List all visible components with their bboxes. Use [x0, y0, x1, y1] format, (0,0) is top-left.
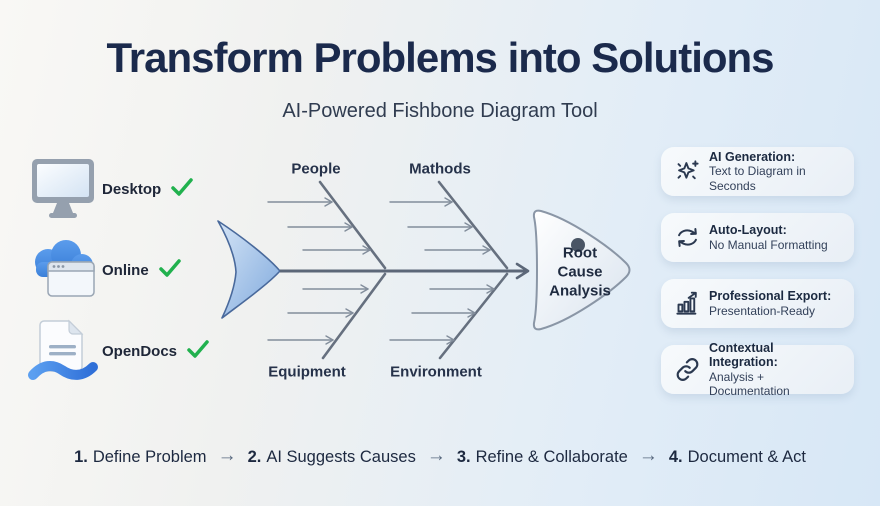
platform-row-desktop: Desktop [24, 154, 214, 224]
platform-row-online: Online [24, 235, 214, 305]
feature-description: No Manual Formatting [709, 237, 828, 252]
feature-description: Analysis + Documentation [709, 369, 790, 399]
feature-card-professional-export: Professional Export: Presentation-Ready [661, 279, 854, 328]
fishbone-diagram: People Mathods Equipment Environment Roo… [205, 145, 645, 403]
arrow-right-icon: → [638, 445, 658, 466]
workflow-steps: 1.Define Problem → 2.AI Suggests Causes … [0, 445, 880, 467]
feature-card-ai-generation: AI Generation: Text to Diagram in Second… [661, 147, 854, 196]
check-icon [187, 339, 209, 364]
feature-card-list: AI Generation: Text to Diagram in Second… [661, 147, 854, 398]
arrow-right-icon: → [426, 445, 446, 466]
page-title: Transform Problems into Solutions [106, 34, 774, 81]
chart-export-icon [672, 290, 702, 317]
feature-description: Text to Diagram in Seconds [709, 164, 806, 193]
workflow-step-2: 2.AI Suggests Causes [247, 447, 416, 466]
platform-label: Desktop [102, 180, 162, 198]
workflow-step-3: 3.Refine & Collaborate [456, 447, 628, 466]
feature-card-contextual-integration: Contextual Integration: Analysis + Docum… [661, 341, 854, 398]
feature-title: Auto-Layout: [709, 223, 787, 237]
sparkle-icon [672, 158, 702, 185]
category-label-equipment: Equipment [268, 363, 346, 381]
platform-row-opendocs: OpenDocs [24, 316, 214, 386]
feature-description: Presentation-Ready [709, 303, 816, 318]
link-icon [672, 356, 702, 383]
document-wave-icon [24, 317, 102, 385]
refresh-arrows-icon [672, 224, 702, 251]
arrow-right-icon: → [217, 445, 237, 466]
platform-label: Online [102, 261, 149, 279]
feature-title: AI Generation: [709, 149, 796, 164]
platform-list: Desktop [24, 154, 214, 386]
fish-tail [217, 220, 281, 319]
check-icon [171, 177, 193, 202]
category-label-environment: Environment [390, 363, 482, 381]
category-label-people: People [291, 160, 341, 178]
check-icon [158, 258, 181, 283]
fish-eye [571, 238, 585, 252]
workflow-step-4: 4.Document & Act [668, 447, 806, 466]
fishbone-graphic [217, 180, 631, 360]
category-label-mathods: Mathods [409, 160, 471, 178]
feature-card-auto-layout: Auto-Layout: No Manual Formatting [661, 213, 854, 262]
feature-title: Professional Export: [709, 289, 832, 303]
desktop-monitor-icon [24, 157, 102, 221]
page-subtitle: AI-Powered Fishbone Diagram Tool [282, 100, 598, 122]
feature-title: Contextual Integration: [709, 340, 778, 370]
fish-head [532, 209, 631, 331]
platform-label: OpenDocs [102, 342, 178, 360]
workflow-step-1: 1.Define Problem [74, 447, 207, 466]
cloud-browser-icon [24, 238, 102, 302]
